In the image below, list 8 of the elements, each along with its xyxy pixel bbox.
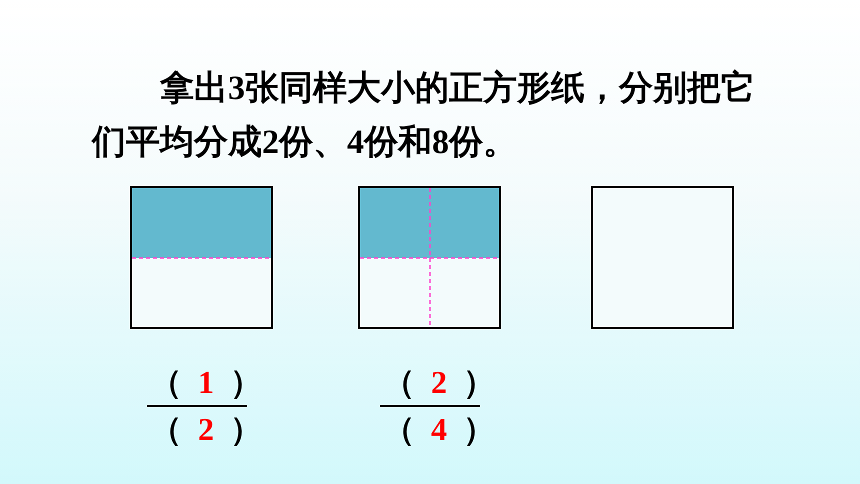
paper-square [130, 186, 273, 329]
fraction-term: （ 2 ） [383, 363, 495, 402]
fraction-term: （ 4 ） [383, 410, 495, 449]
instruction-text: 拿出3张同样大小的正方形纸，分别把它们平均分成2份、4份和8份。 [92, 68, 756, 163]
paper-square [591, 186, 734, 329]
fraction-term: （ 2 ） [150, 410, 262, 449]
paper-square [358, 186, 501, 329]
fraction-term: （ 1 ） [150, 363, 262, 402]
